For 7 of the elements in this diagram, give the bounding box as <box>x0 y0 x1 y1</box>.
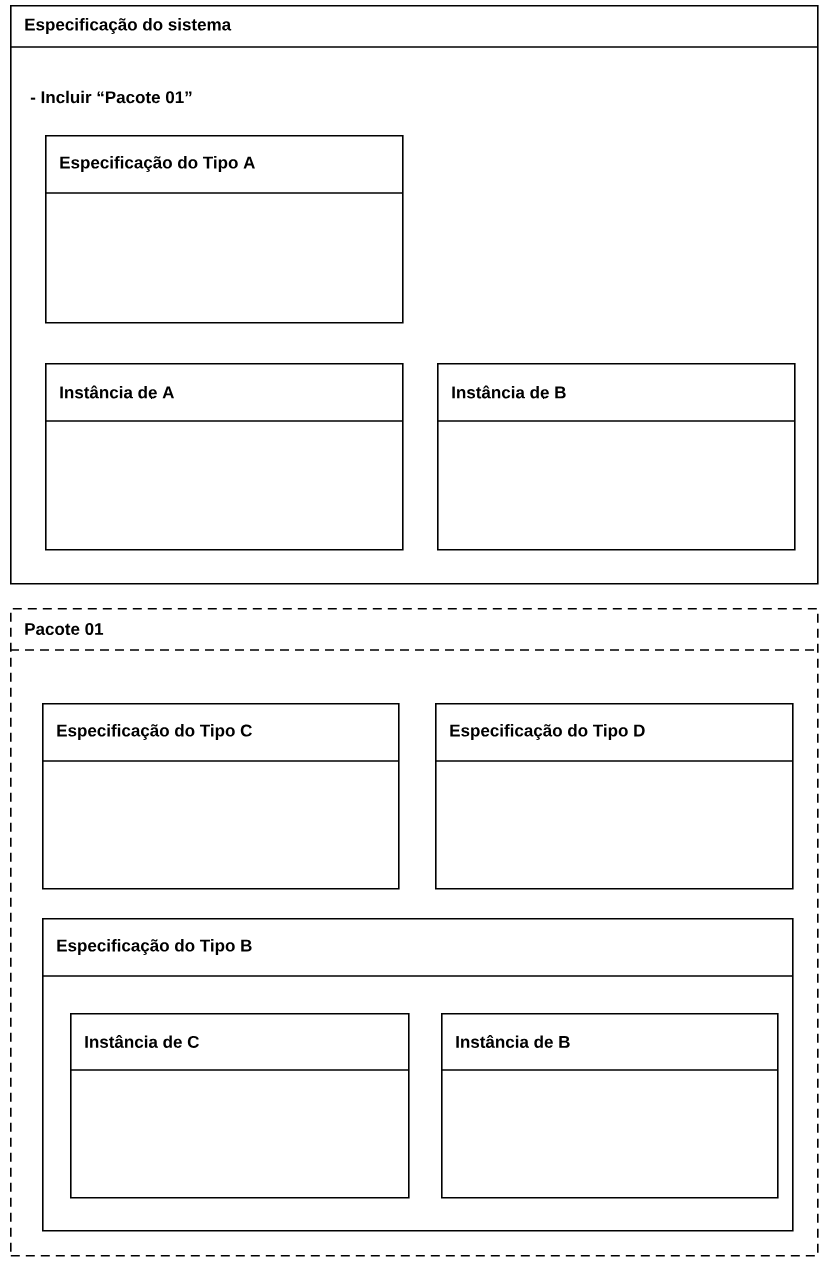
class-box: Especificação do Tipo C <box>41 703 400 890</box>
class-box: Instância de B <box>436 363 796 551</box>
class-box: Especificação do Tipo D <box>434 703 794 890</box>
class-box: Instância de B <box>440 1013 779 1199</box>
class-box: Instância de C <box>69 1013 410 1199</box>
class-box: Especificação do Tipo A <box>44 135 404 324</box>
class-box: Instância de A <box>44 363 404 551</box>
